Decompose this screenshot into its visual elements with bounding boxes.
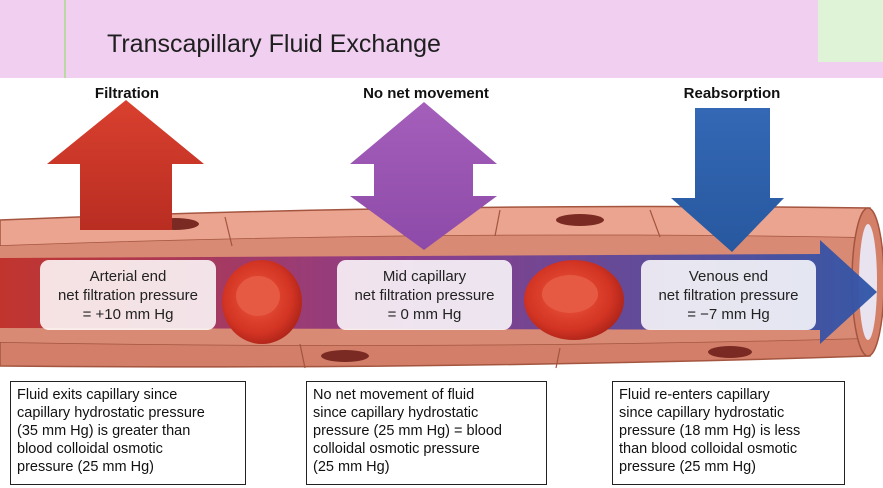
desc-left-2: capillary hydrostatic pressure bbox=[17, 405, 205, 421]
desc-right-4: than blood colloidal osmotic bbox=[619, 441, 798, 457]
mid-line-2: net filtration pressure bbox=[354, 287, 495, 304]
down-arrow-icon bbox=[671, 108, 784, 252]
arterial-line-1: Arterial end bbox=[89, 268, 167, 285]
desc-mid-4: colloidal osmotic pressure bbox=[313, 441, 480, 457]
arterial-line-3: = +10 mm Hg bbox=[82, 306, 174, 323]
mid-line-3: = 0 mm Hg bbox=[387, 306, 462, 323]
filtration-description: Fluid exits capillary since capillary hy… bbox=[10, 381, 246, 485]
mid-line-1: Mid capillary bbox=[382, 268, 467, 285]
venous-end-box: Venous end net filtration pressure = −7 … bbox=[641, 260, 816, 330]
desc-left-3: (35 mm Hg) is greater than bbox=[17, 423, 191, 439]
mid-capillary-box: Mid capillary net filtration pressure = … bbox=[337, 260, 512, 330]
desc-left-5: pressure (25 mm Hg) bbox=[17, 459, 154, 475]
double-arrow-icon bbox=[350, 102, 497, 250]
desc-mid-2: since capillary hydrostatic bbox=[313, 405, 479, 421]
header-divider bbox=[64, 0, 66, 78]
desc-mid-3: pressure (25 mm Hg) = blood bbox=[313, 423, 502, 439]
desc-right-2: since capillary hydrostatic bbox=[619, 405, 785, 421]
venous-line-1: Venous end bbox=[688, 268, 769, 285]
desc-right-1: Fluid re-enters capillary bbox=[619, 387, 770, 403]
red-blood-cell-icon bbox=[222, 260, 302, 344]
capillary-diagram bbox=[0, 100, 883, 369]
arterial-line-2: net filtration pressure bbox=[57, 287, 199, 304]
desc-right-3: pressure (18 mm Hg) is less bbox=[619, 423, 801, 439]
desc-left-4: blood colloidal osmotic bbox=[17, 441, 163, 457]
slide-title: Transcapillary Fluid Exchange bbox=[107, 30, 441, 58]
reabsorption-label: Reabsorption bbox=[683, 85, 781, 102]
arterial-end-box: Arterial end net filtration pressure = +… bbox=[40, 260, 216, 330]
desc-left-1: Fluid exits capillary since bbox=[17, 387, 178, 403]
desc-right-5: pressure (25 mm Hg) bbox=[619, 459, 756, 475]
header-band bbox=[0, 0, 883, 78]
up-arrow-icon bbox=[47, 100, 204, 230]
filtration-label: Filtration bbox=[94, 85, 160, 102]
red-blood-cell-icon bbox=[524, 260, 624, 340]
desc-mid-5: (25 mm Hg) bbox=[313, 459, 390, 475]
header-accent bbox=[818, 0, 883, 62]
desc-mid-1: No net movement of fluid bbox=[313, 387, 475, 403]
no-net-movement-label: No net movement bbox=[363, 85, 489, 102]
venous-line-2: net filtration pressure bbox=[658, 287, 799, 304]
no-net-movement-description: No net movement of fluid since capillary… bbox=[306, 381, 547, 485]
reabsorption-description: Fluid re-enters capillary since capillar… bbox=[612, 381, 845, 485]
venous-line-3: = −7 mm Hg bbox=[687, 306, 770, 323]
